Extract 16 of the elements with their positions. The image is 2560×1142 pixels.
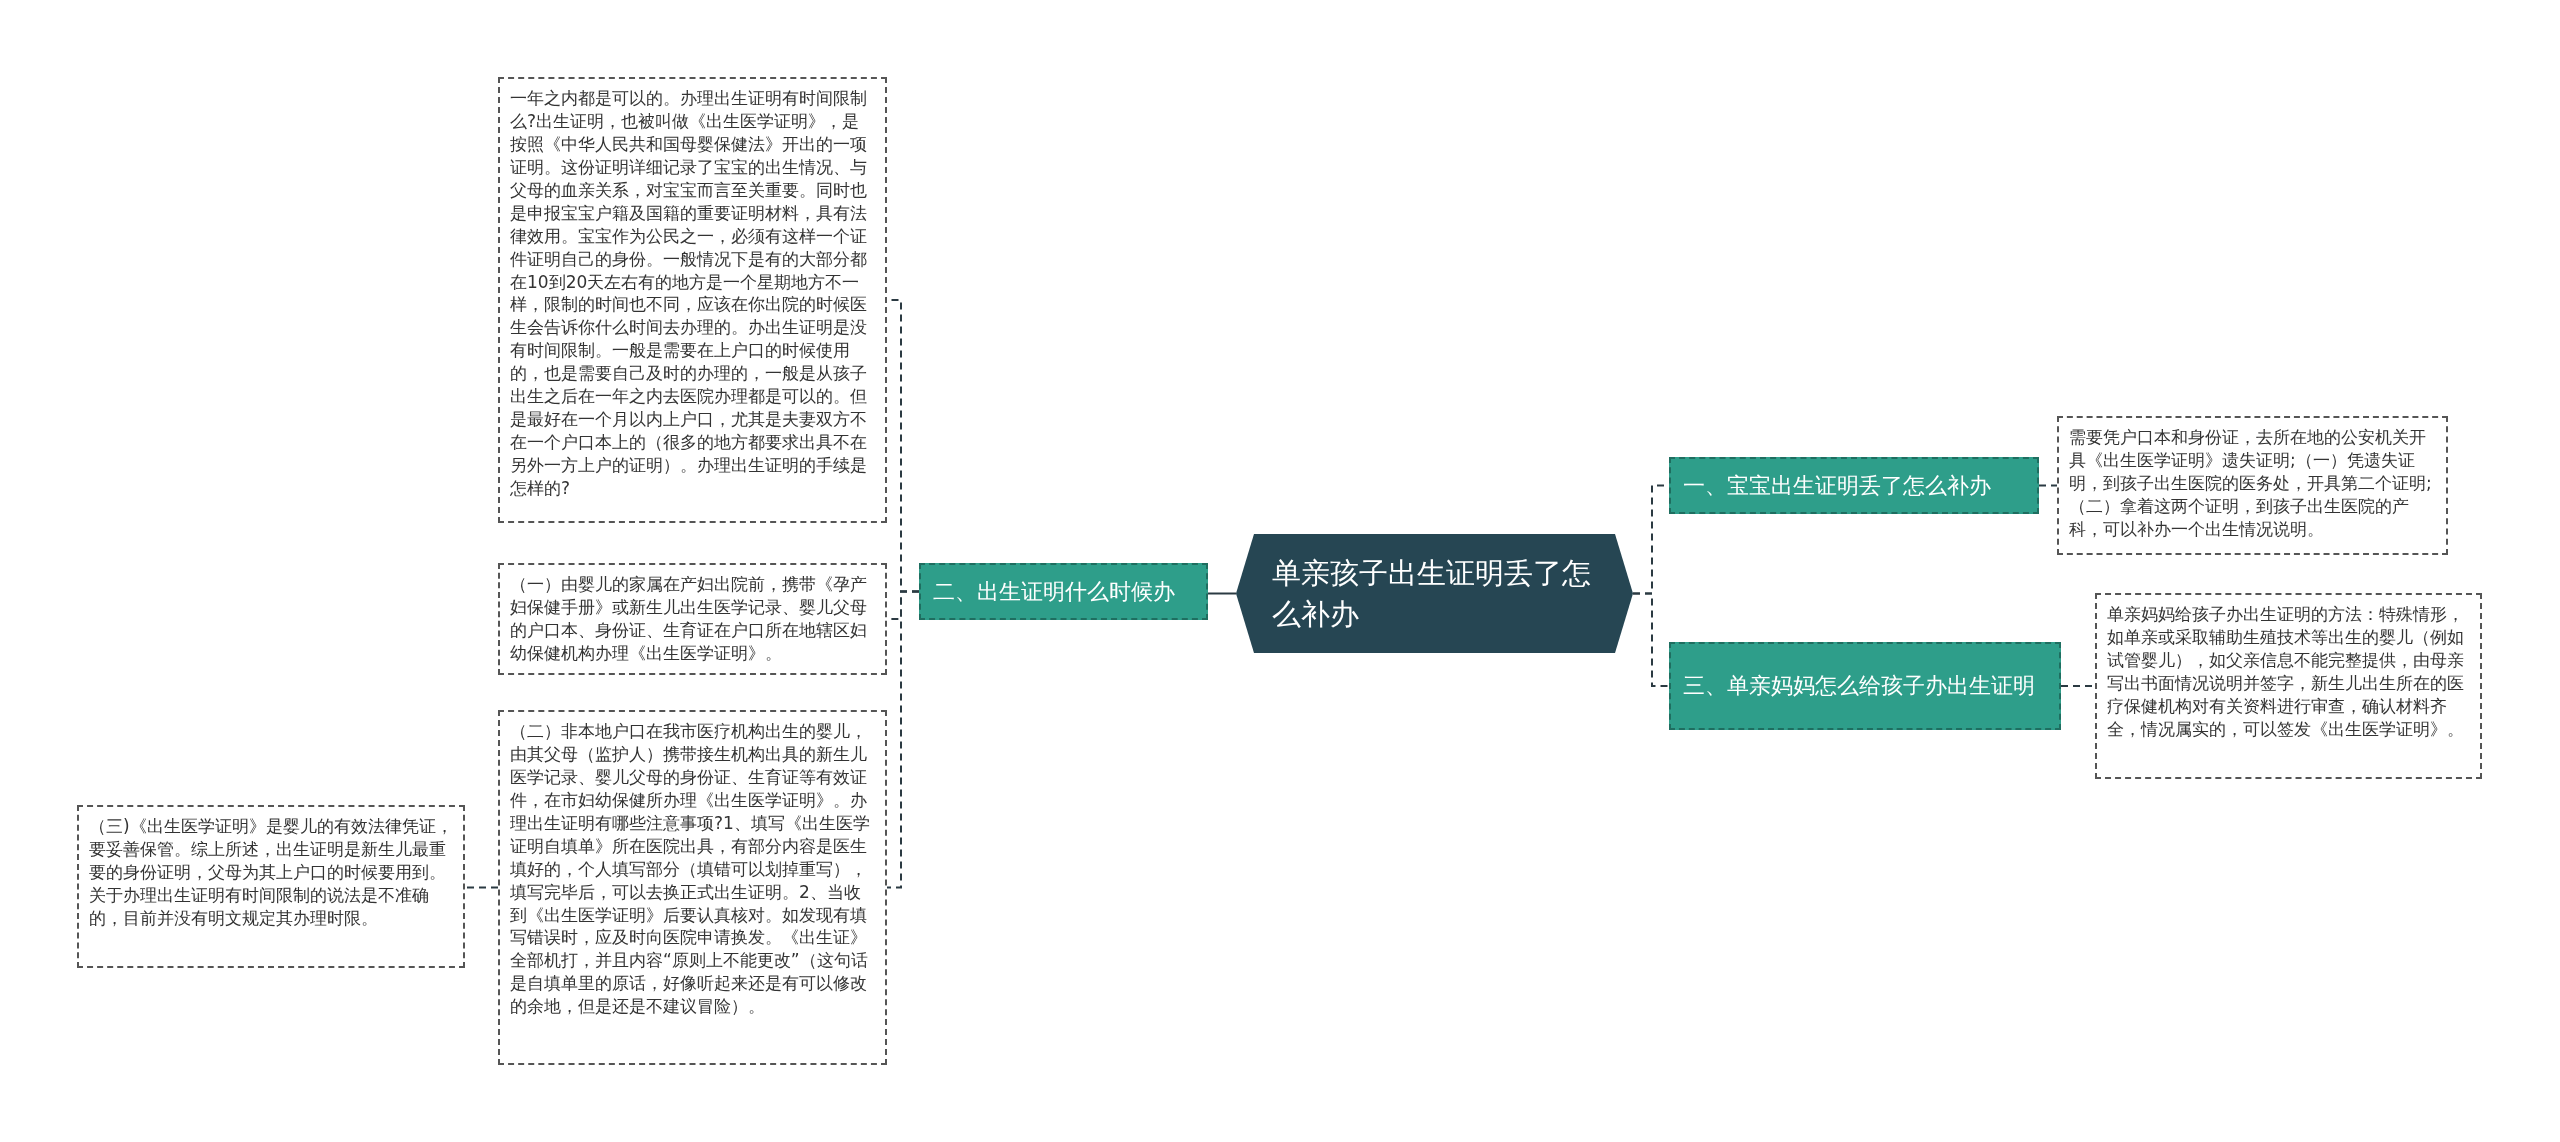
connector-line — [886, 590, 920, 889]
connector-line — [1207, 592, 1237, 595]
central-topic-hexagon — [1236, 534, 1633, 653]
text-note-box: （一）由婴儿的家属在产妇出院前，携带《孕产妇保健手册》或新生儿出生医学记录、婴儿父母的户口本、身份证、生育证在户口所在地辖区妇幼保健机构办理《出生医学证明》。 — [498, 563, 887, 675]
connector-line — [2038, 484, 2058, 487]
text-note-box: 一年之内都是可以的。办理出生证明有时间限制么?出生证明，也被叫做《出生医学证明》，是按照《中华人民共和国母婴保健法》开出的一项证明。这份证明详细记录了宝宝的出生情况、与父母的血亲关系，对宝宝而言至关重要。同时也是申报宝宝户籍及国籍的重要证明材料，具有法律效用。宝宝作为公民之一，必须有这样一个证件证明自己的身份。一般情况下是有的大部分都在10到20天左右有的地方是一个星期地方不一样，限制的时间也不同，应该在你出院的时候医生会告诉你什么时间去办理的。办出生证明是没有时间限制。一般是需要在上户口的时候使用的，也是需要自己及时的办理的，一般是从孩子出生之后在一年之内去医院办理都是可以的。但是最好在一个月以内上户口，尤其是夫妻双方不在一个户口本上的（很多的地方都要求出具不在另外一方上户的证明）。办理出生证明的手续是怎样的? — [498, 77, 887, 523]
text-note-box: （二）非本地户口在我市医疗机构出生的婴儿，由其父母（监护人）携带接生机构出具的新生儿医学记录、婴儿父母的身份证、生育证等有效证件，在市妇幼保健所办理《出生医学证明》。办理出生证明有哪些注意事项?1、填写《出生医学证明自填单》所在医院出具，有部分内容是医生填好的，个人填写部分（填错可以划掉重写），填写完毕后，可以去换正式出生证明。2、当收到《出生医学证明》后要认真核对。如发现有填写错误时，应及时向医院申请换发。《出生证》全部机打，并且内容“原则上不能更改”（这句话是自填单里的原话，好像听起来还是有可以修改的余地，但是还是不建议冒险）。 — [498, 710, 887, 1065]
topic-text: 单亲孩子出生证明丢了怎么补办 — [1272, 554, 1592, 633]
topic-box: 二、出生证明什么时候办 — [919, 563, 1208, 620]
text-note-box: 需要凭户口本和身份证，去所在地的公安机关开具《出生医学证明》遗失证明;（一）凭遗失证明，到孩子出生医院的医务处，开具第二个证明;（二）拿着这两个证明，到孩子出生医院的产科，可以补办一个出生情况说明。 — [2057, 416, 2448, 555]
topic-box: 一、宝宝出生证明丢了怎么补办 — [1669, 457, 2039, 514]
text-note-box: 单亲妈妈给孩子办出生证明的方法：特殊情形，如单亲或采取辅助生殖技术等出生的婴儿（例如试管婴儿），如父亲信息不能完整提供，由母亲写出书面情况说明并签字，新生儿出生所在的医疗保健机构对有关资料进行审查，确认材料齐全，情况属实的，可以签发《出生医学证明》。 — [2095, 593, 2482, 779]
topic-box: 三、单亲妈妈怎么给孩子办出生证明 — [1669, 642, 2061, 730]
connector-line — [464, 886, 499, 889]
connector-line — [1632, 592, 1670, 687]
text-note-box: （三)《出生医学证明》是婴儿的有效法律凭证，要妥善保管。综上所述，出生证明是新生儿最重要的身份证明，父母为其上户口的时候要用到。关于办理出生证明有时间限制的说法是不准确的，目前并没有明文规定其办理时限。 — [77, 805, 465, 968]
